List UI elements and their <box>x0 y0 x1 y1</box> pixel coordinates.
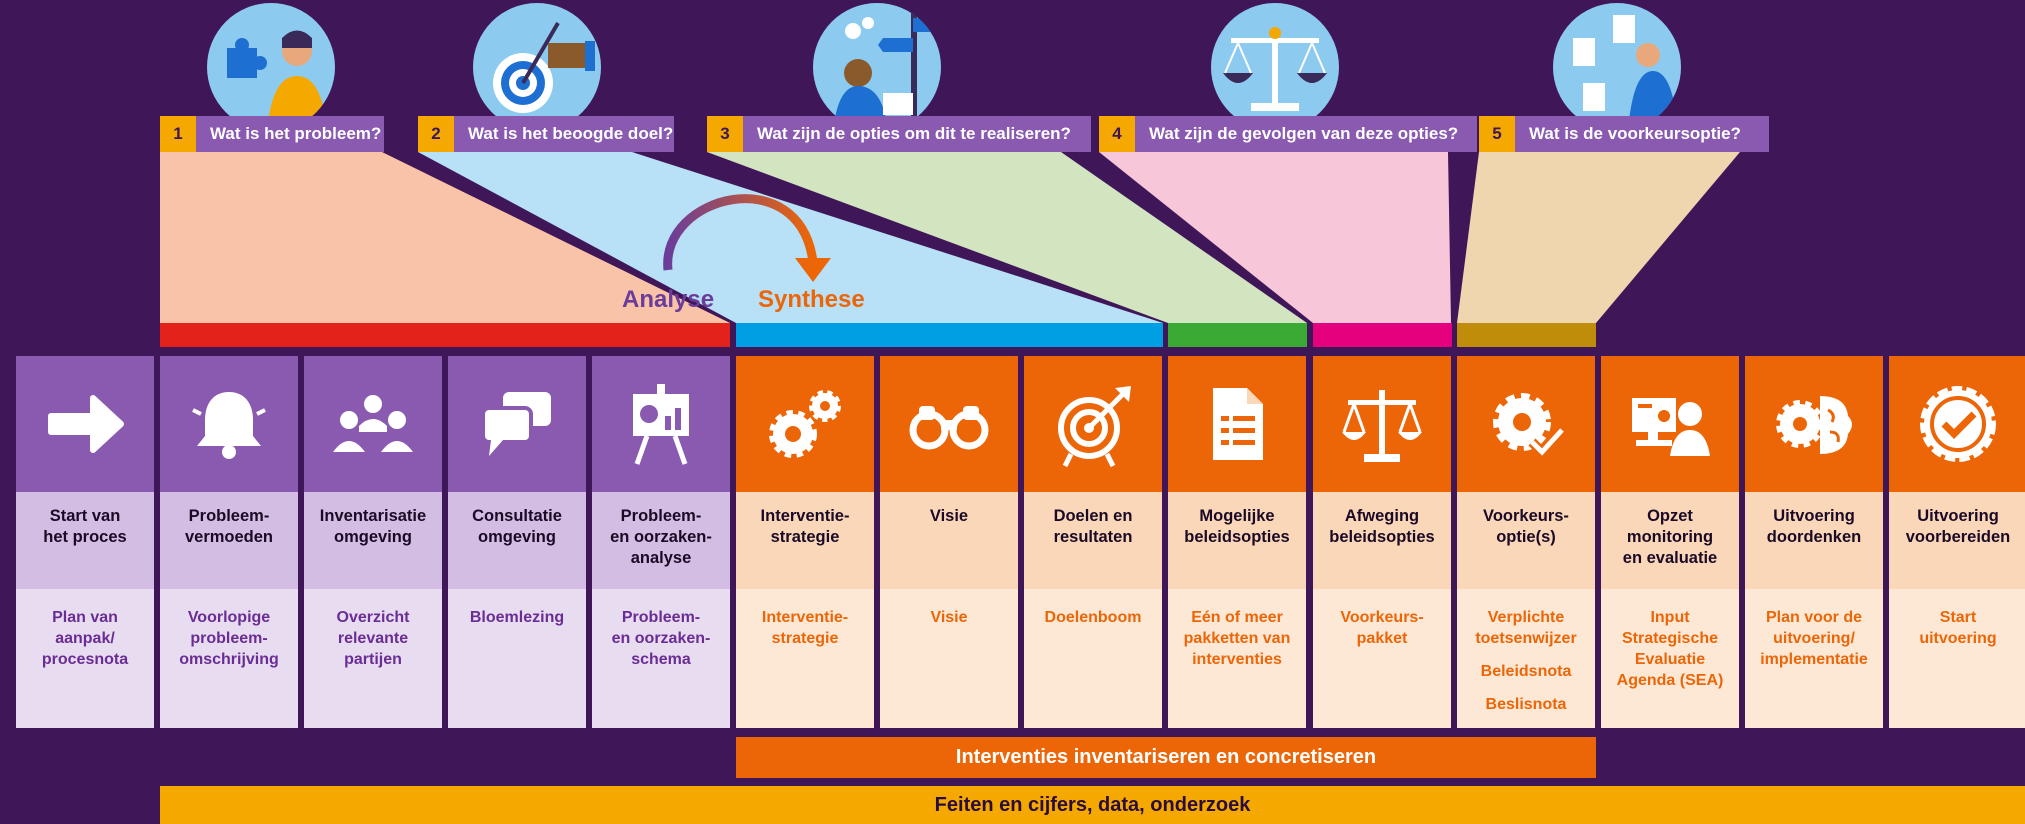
scales-icon <box>1211 3 1339 131</box>
question-number: 1 <box>160 116 196 152</box>
scales-icon <box>1342 390 1422 462</box>
step-consultatie: Consultatie omgeving Bloemlezing <box>448 356 586 728</box>
step-output: Plan van aanpak/ procesnota <box>41 609 129 668</box>
arrow-head <box>795 258 831 282</box>
step-inventarisatie: Inventarisatie omgeving Overzicht releva… <box>304 356 442 728</box>
monitor-person-icon <box>1632 398 1710 456</box>
target-dart-hand-icon <box>473 3 601 131</box>
feiten-bar: Feiten en cijfers, data, onderzoek <box>160 786 2025 824</box>
document-icon <box>1213 388 1263 460</box>
question-text: Wat is de voorkeursoptie? <box>1515 116 1769 152</box>
step-voorkeursoptie: Voorkeurs- optie(s) Verplichte toetsenwi… <box>1457 356 1595 728</box>
brain-gear-icon <box>1776 396 1852 454</box>
step-title: Visie <box>929 507 969 525</box>
category-bar-goal <box>736 323 1163 347</box>
step-output: Bloemlezing <box>469 609 565 626</box>
step-output: Verplichte toetsenwijzer <box>1475 609 1577 647</box>
presentation-chart-icon <box>633 384 689 465</box>
question-number: 2 <box>418 116 454 152</box>
step-output: Input Strategische Evaluatie Agenda (SEA… <box>1616 609 1724 689</box>
step-title: Uitvoering doordenken <box>1766 507 1862 546</box>
step-output: Voorlopige probleem- omschrijving <box>179 609 279 668</box>
question-5: 5 Wat is de voorkeursoptie? <box>1479 116 1769 152</box>
bell-icon <box>192 392 266 459</box>
step-interventiestrategie: Interventie- strategie Interventie- stra… <box>736 356 874 728</box>
step-output: Interventie- strategie <box>761 609 849 647</box>
step-visie: Visie Visie <box>880 356 1018 728</box>
step-title: Voorkeurs- optie(s) <box>1483 507 1569 546</box>
step-title: Uitvoering voorbereiden <box>1905 507 2011 546</box>
analyse-label: Analyse <box>622 286 715 313</box>
step-mogelijke-opties: Mogelijke beleidsopties Eén of meer pakk… <box>1168 356 1306 728</box>
step-output: Visie <box>930 609 968 626</box>
step-doelen: Doelen en resultaten Doelenboom <box>1024 356 1162 728</box>
step-output: Beslisnota <box>1485 696 1567 713</box>
funnel-consequences <box>1099 152 1451 323</box>
step-output: Beleidsnota <box>1480 663 1572 680</box>
arrow-right-icon <box>48 395 124 453</box>
step-afweging: Afweging beleidsopties Voorkeurs- pakket <box>1313 356 1451 728</box>
step-title: Afweging beleidsopties <box>1329 507 1435 546</box>
step-uitvoering-doordenken: Uitvoering doordenken Plan voor de uitvo… <box>1745 356 1883 728</box>
people-group-icon <box>333 395 413 452</box>
question-number: 3 <box>707 116 743 152</box>
step-title: Doelen en resultaten <box>1053 507 1133 546</box>
interventies-bar: Interventies inventariseren en concretis… <box>736 737 1596 778</box>
funnel-problem <box>160 152 730 323</box>
step-output: Overzicht relevante partijen <box>336 609 410 668</box>
step-title: Consultatie omgeving <box>472 507 562 546</box>
question-number: 4 <box>1099 116 1135 152</box>
category-bar-options <box>1168 323 1307 347</box>
speech-bubbles-icon <box>481 392 551 456</box>
puzzle-person-icon <box>207 3 335 131</box>
step-output: Probleem- en oorzaken- schema <box>611 609 711 668</box>
step-start: Start van het proces Plan van aanpak/ pr… <box>16 356 154 728</box>
step-output: Doelenboom <box>1044 609 1142 626</box>
step-title: Interventie- strategie <box>760 507 850 546</box>
question-text: Wat is het beoogde doel? <box>454 116 674 152</box>
question-text: Wat zijn de opties om dit te realiseren? <box>743 116 1091 152</box>
step-title: Mogelijke beleidsopties <box>1184 507 1290 546</box>
step-output: Voorkeurs- pakket <box>1340 609 1424 647</box>
step-monitoring: Opzet monitoring en evaluatie Input Stra… <box>1601 356 1739 728</box>
step-title: Start van het proces <box>43 507 127 546</box>
question-text: Wat is het probleem? <box>196 116 384 152</box>
check-badge-icon <box>1920 386 1996 462</box>
binoculars-icon <box>909 406 989 450</box>
step-output: Eén of meer pakketten van interventies <box>1183 609 1291 668</box>
question-3: 3 Wat zijn de opties om dit te realisere… <box>707 116 1091 152</box>
step-title: Inventarisatie omgeving <box>319 507 427 546</box>
question-4: 4 Wat zijn de gevolgen van deze opties? <box>1099 116 1477 152</box>
step-title: Opzet monitoring en evaluatie <box>1622 507 1718 567</box>
question-text: Wat zijn de gevolgen van deze opties? <box>1135 116 1477 152</box>
analyse-synthese-arrow <box>663 194 818 271</box>
signpost-person-icon <box>813 3 941 131</box>
funnel-preference <box>1457 152 1740 323</box>
category-bar-consequences <box>1313 323 1452 347</box>
funnel-options <box>707 152 1307 323</box>
step-output: Start uitvoering <box>1919 609 1997 647</box>
gears-icon <box>769 390 841 458</box>
step-title: Probleem- vermoeden <box>184 507 274 546</box>
question-number: 5 <box>1479 116 1515 152</box>
step-analyse: Probleem- en oorzaken- analyse Probleem-… <box>592 356 730 728</box>
step-output: Plan voor de uitvoering/ implementatie <box>1760 609 1868 668</box>
step-probleemvermoeden: Probleem- vermoeden Voorlopige probleem-… <box>160 356 298 728</box>
target-icon <box>1058 386 1131 468</box>
question-1: 1 Wat is het probleem? <box>160 116 384 152</box>
category-bar-preference <box>1457 323 1596 347</box>
step-title: Probleem- en oorzaken- analyse <box>610 507 712 567</box>
question-2: 2 Wat is het beoogde doel? <box>418 116 674 152</box>
step-uitvoering-voorbereiden: Uitvoering voorbereiden Start uitvoering <box>1889 356 2025 728</box>
funnel-goal <box>418 152 1163 323</box>
synthese-label: Synthese <box>758 286 865 313</box>
category-bar-problem <box>160 323 730 347</box>
gear-check-icon <box>1493 393 1566 460</box>
documents-person-icon <box>1553 3 1681 131</box>
